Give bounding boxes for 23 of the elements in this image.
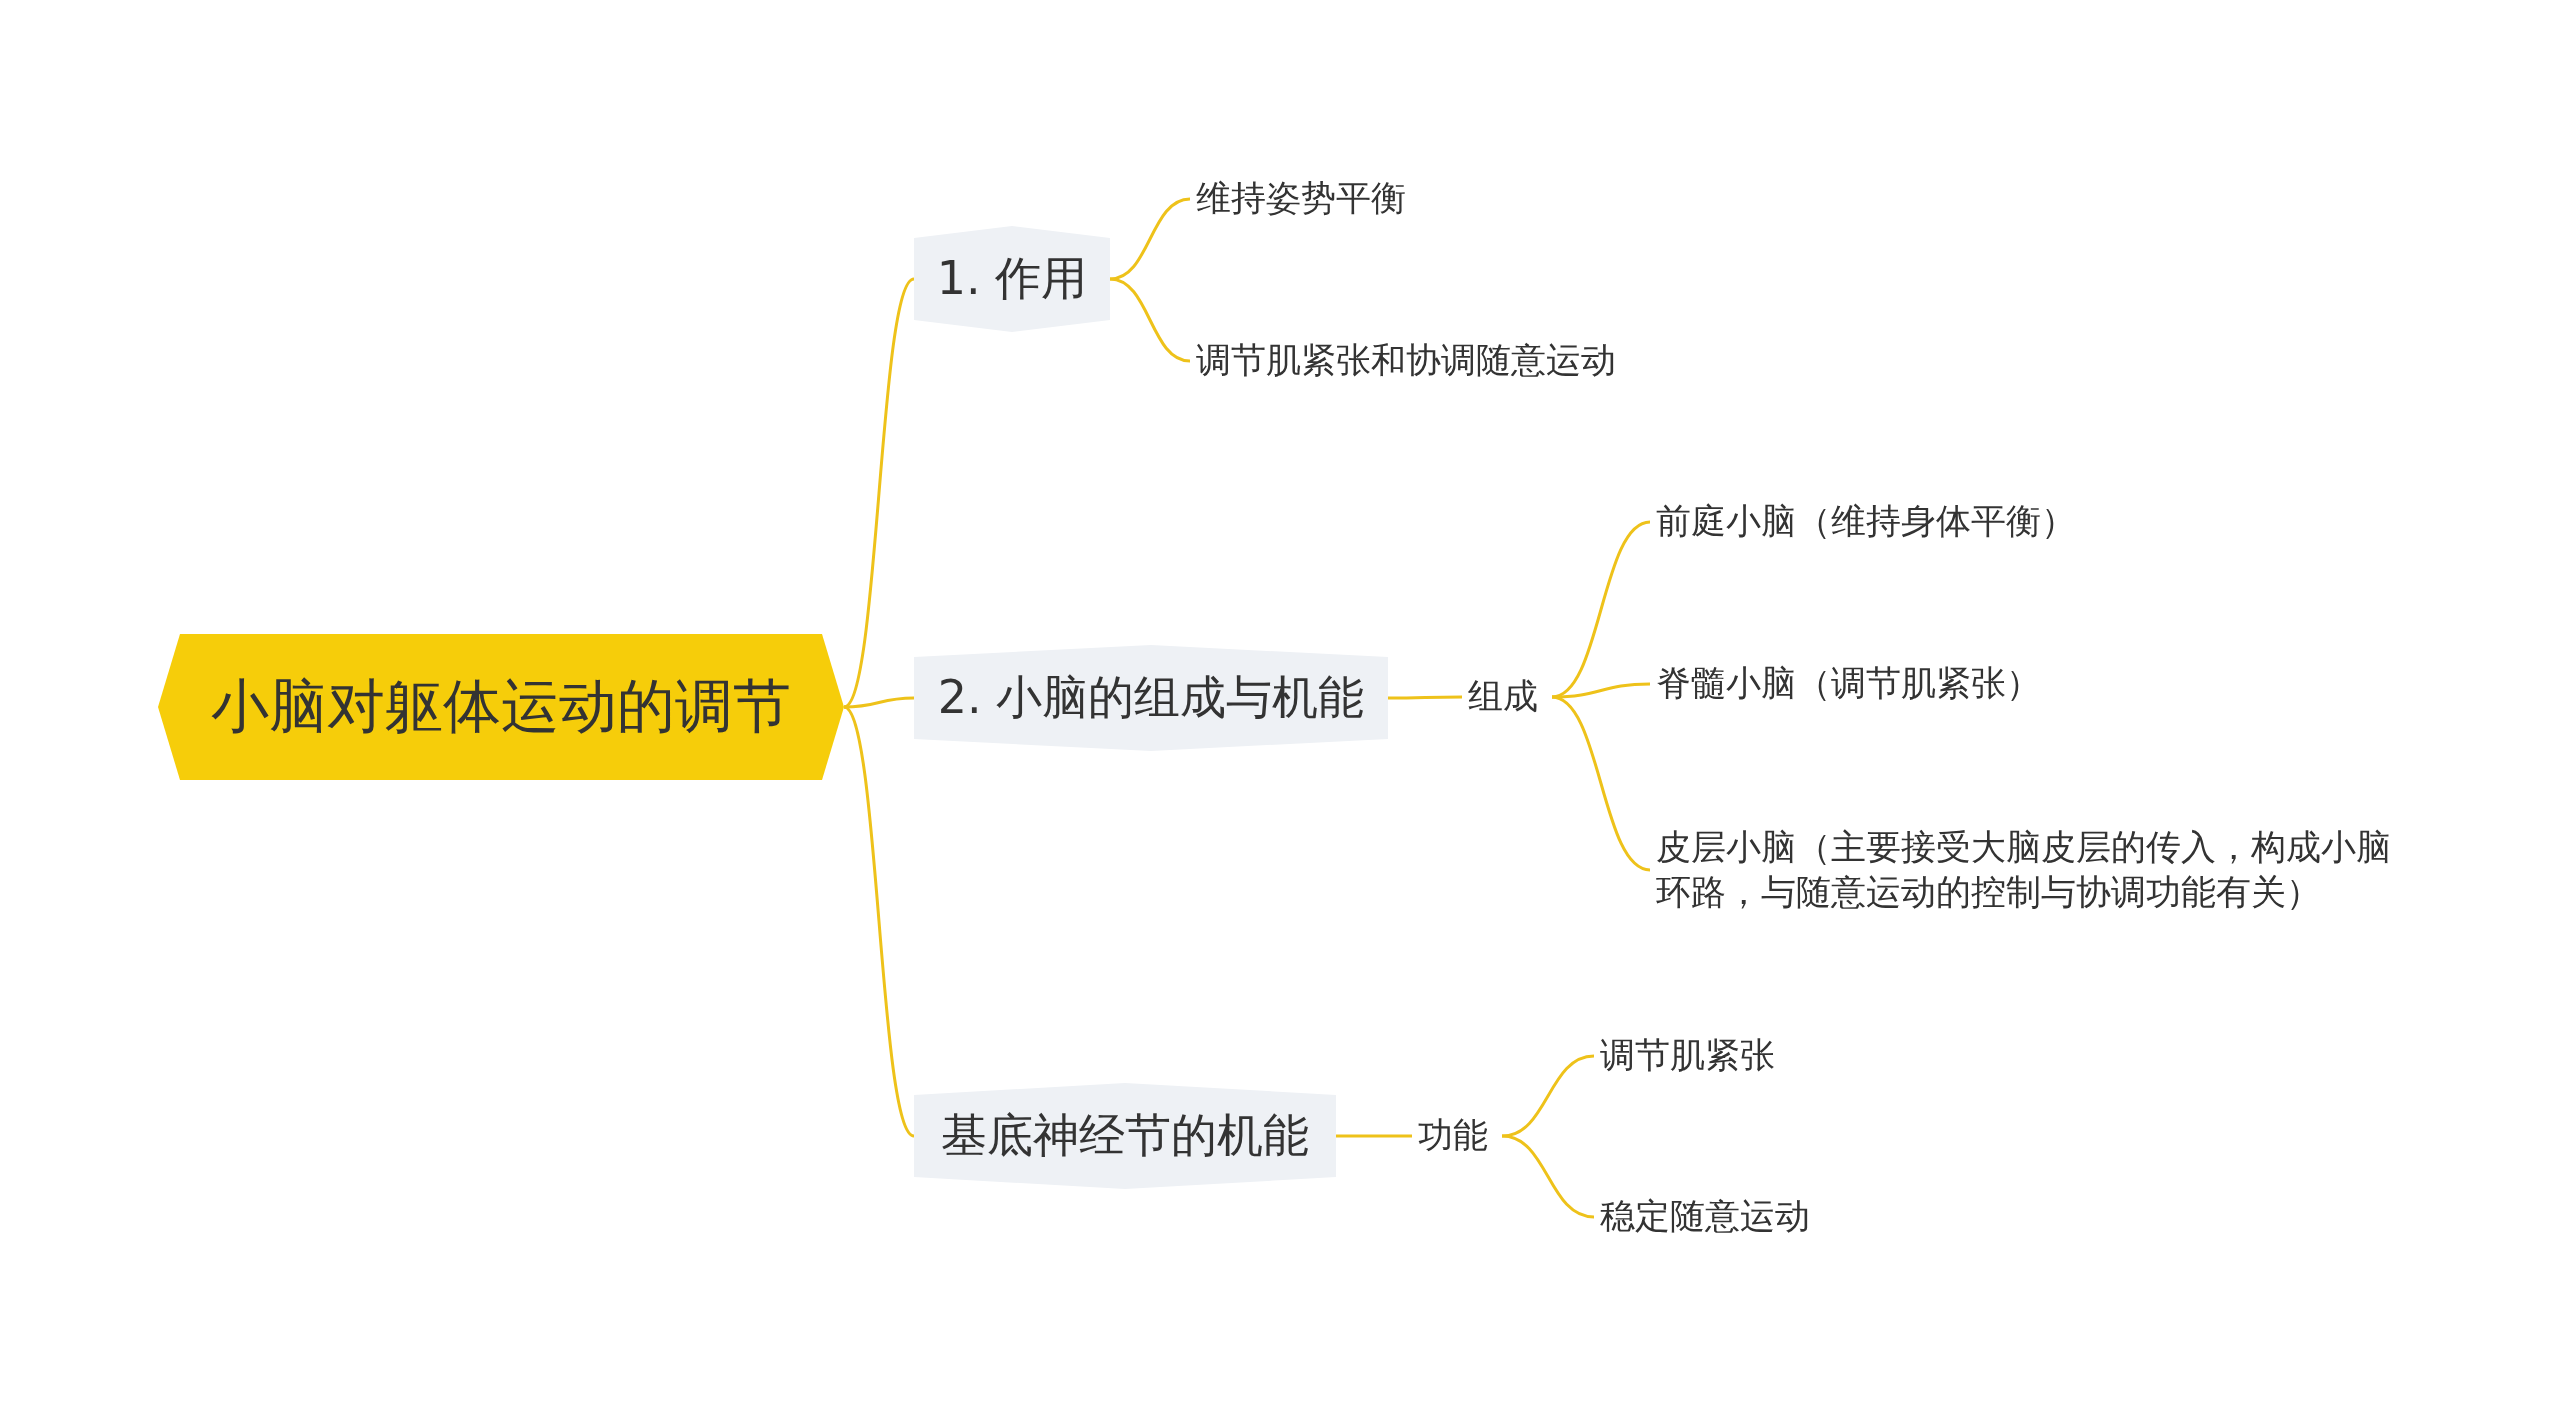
connector-line bbox=[842, 705, 916, 1138]
topic-text: 调节肌紧张和协调随意运动 bbox=[1190, 336, 1622, 386]
connector-line bbox=[1388, 695, 1462, 700]
topic-text: 组成 bbox=[1462, 672, 1544, 722]
topic-text: 功能 bbox=[1412, 1111, 1494, 1161]
topic-box: 基底神经节的机能 bbox=[914, 1083, 1336, 1189]
topic-box: 2. 小脑的组成与机能 bbox=[914, 645, 1388, 751]
connector-line bbox=[1501, 1134, 1595, 1219]
connector-line bbox=[1109, 197, 1191, 281]
connector-line bbox=[1501, 1054, 1595, 1138]
topic-text: 稳定随意运动 bbox=[1594, 1192, 1816, 1242]
connector-line bbox=[1336, 1134, 1412, 1138]
connector-line bbox=[1551, 682, 1651, 699]
topic-text: 维持姿势平衡 bbox=[1190, 174, 1412, 224]
connector-line bbox=[1109, 277, 1191, 363]
central-topic: 小脑对躯体运动的调节 bbox=[158, 634, 844, 780]
topic-box: 1. 作用 bbox=[914, 226, 1110, 332]
topic-text: 皮层小脑（主要接受大脑皮层的传入，构成小脑环路，与随意运动的控制与协调功能有关） bbox=[1650, 820, 2410, 920]
connector-line bbox=[843, 696, 915, 709]
connector-line bbox=[1551, 695, 1651, 872]
topic-text: 调节肌紧张 bbox=[1594, 1031, 1781, 1081]
topic-text: 前庭小脑（维持身体平衡） bbox=[1650, 497, 2082, 547]
topic-text: 脊髓小脑（调节肌紧张） bbox=[1650, 659, 2047, 709]
